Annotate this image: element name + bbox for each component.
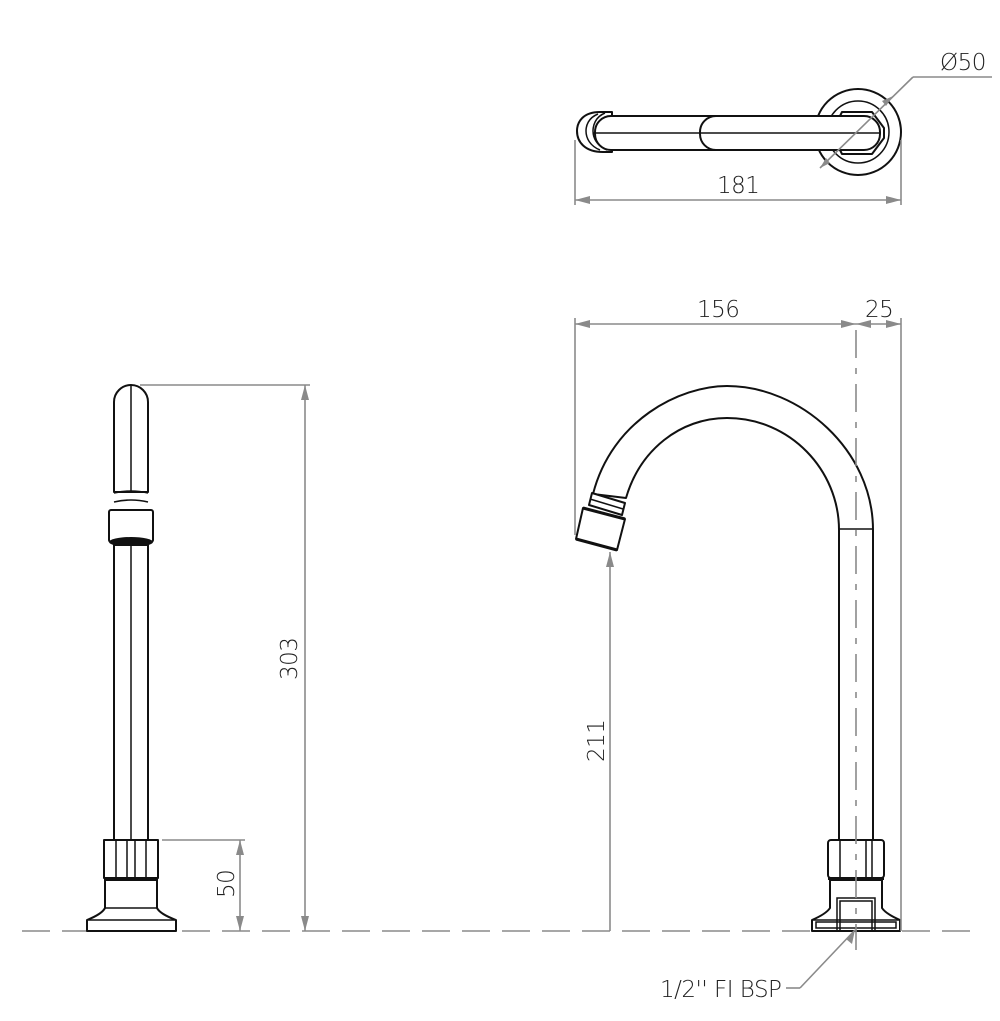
side-height-label: 303 [277, 638, 303, 680]
connection-label: 1/2'' FI BSP [660, 977, 781, 1003]
diameter-label: Ø50 [940, 50, 986, 76]
front-view: 156 25 211 1/2'' FI BSP [574, 297, 902, 1003]
reach-label: 156 [697, 297, 739, 323]
top-view: Ø50 181 [574, 50, 992, 205]
side-base-height-label: 50 [214, 870, 240, 898]
offset-label: 25 [865, 297, 893, 323]
top-length-label: 181 [717, 173, 759, 199]
side-view: 303 50 [86, 384, 310, 932]
outlet-height-label: 211 [584, 720, 610, 762]
